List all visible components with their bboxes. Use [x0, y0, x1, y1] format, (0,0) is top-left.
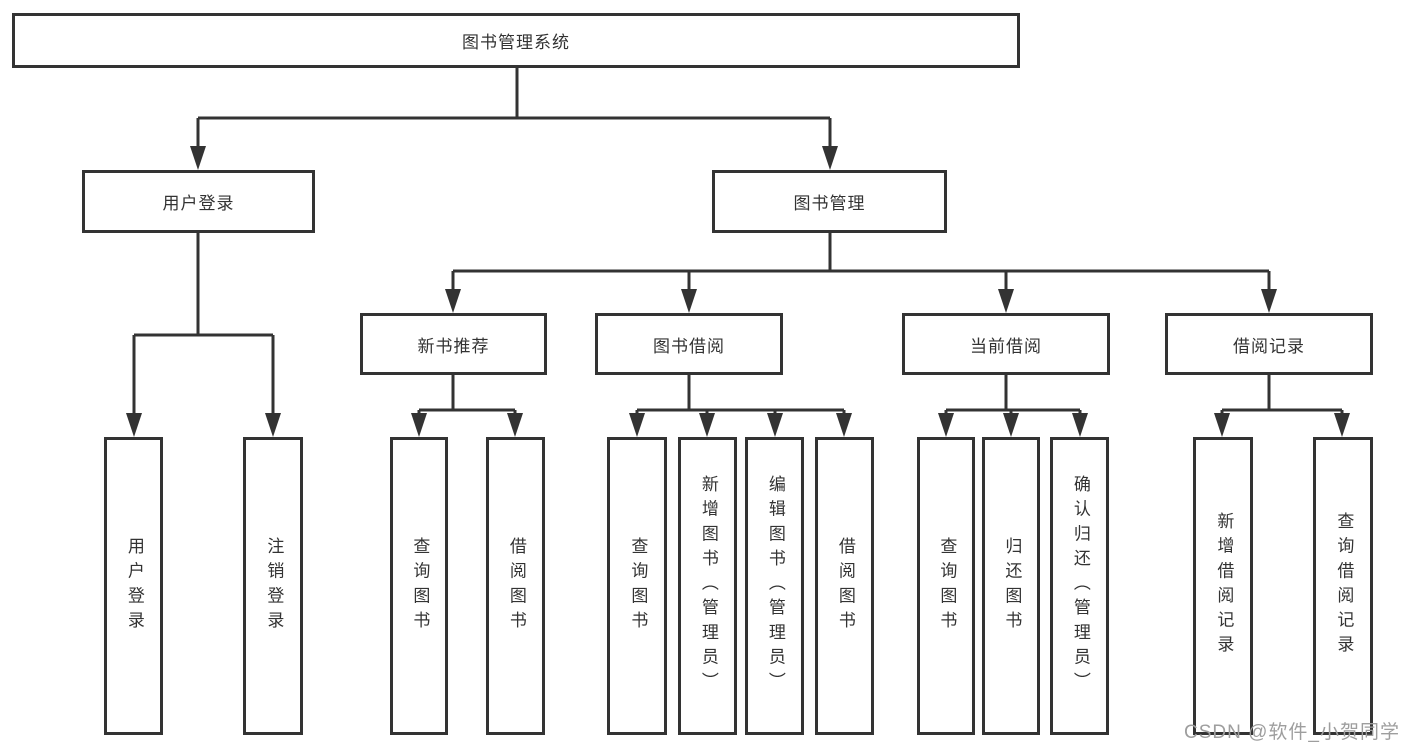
- leaf-borrow-book-1-label: 借阅图书: [506, 536, 526, 636]
- node-user-login: 用户登录: [82, 170, 315, 233]
- leaf-logout: 注销登录: [243, 437, 303, 735]
- csdn-watermark: CSDN @软件_小贺同学: [1184, 722, 1400, 743]
- leaf-edit-book-admin: 编辑图书（管理员）: [745, 437, 804, 735]
- leaf-logout-label: 注销登录: [264, 536, 284, 636]
- leaf-user-login: 用户登录: [104, 437, 163, 735]
- arrowheads: [126, 146, 1350, 437]
- leaf-confirm-return-admin: 确认归还（管理员）: [1050, 437, 1109, 735]
- node-book-management: 图书管理: [712, 170, 947, 233]
- leaf-query-book-under-current: 查询图书: [917, 437, 975, 735]
- node-current-borrow: 当前借阅: [902, 313, 1110, 375]
- leaf-query-book-1-label: 查询图书: [410, 536, 430, 636]
- leaf-query-book-under-borrow: 查询图书: [607, 437, 667, 735]
- leaf-query-borrow-record: 查询借阅记录: [1313, 437, 1373, 735]
- leaf-edit-book-label: 编辑图书（管理员）: [765, 475, 785, 697]
- node-root: 图书管理系统: [12, 13, 1020, 68]
- leaf-query-book-3-label: 查询图书: [937, 536, 957, 636]
- leaf-add-book-admin: 新增图书（管理员）: [678, 437, 737, 735]
- leaf-user-login-label: 用户登录: [124, 536, 144, 636]
- leaf-query-book-2-label: 查询图书: [628, 536, 648, 636]
- node-borrow-record: 借阅记录: [1165, 313, 1373, 375]
- leaf-borrow-book-under-borrow: 借阅图书: [815, 437, 874, 735]
- leaf-add-borrow-record: 新增借阅记录: [1193, 437, 1253, 735]
- leaf-query-record-label: 查询借阅记录: [1334, 512, 1354, 660]
- leaf-borrow-book-2-label: 借阅图书: [835, 536, 855, 636]
- leaf-return-book-label: 归还图书: [1002, 536, 1022, 636]
- leaf-return-book: 归还图书: [982, 437, 1040, 735]
- node-book-borrow: 图书借阅: [595, 313, 783, 375]
- node-new-book-recommend: 新书推荐: [360, 313, 547, 375]
- leaf-query-book-under-recommend: 查询图书: [390, 437, 448, 735]
- leaf-borrow-book-under-recommend: 借阅图书: [486, 437, 545, 735]
- leaf-add-book-label: 新增图书（管理员）: [698, 475, 718, 697]
- leaf-add-record-label: 新增借阅记录: [1214, 512, 1234, 660]
- leaf-confirm-return-label: 确认归还（管理员）: [1070, 475, 1090, 697]
